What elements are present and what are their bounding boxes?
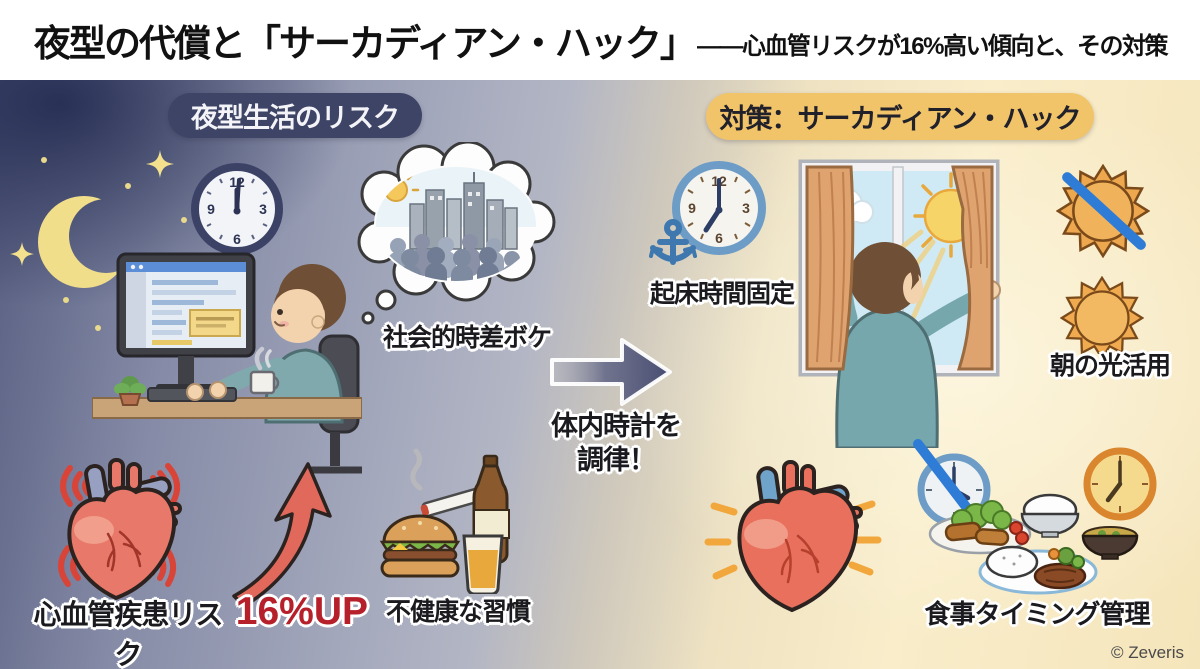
cvd-risk-label-group: 心血管疾患リスク 16%UP	[28, 590, 368, 669]
cvd-risk-value: 16%UP	[235, 590, 368, 633]
hand	[209, 381, 227, 399]
header-bar: 夜型の代償と「サーカディアン・ハック」 ――心血管リスクが16%高い傾向と、その…	[0, 0, 1200, 80]
clock-number: 6	[233, 231, 241, 247]
night-worker-illustration	[92, 252, 362, 474]
social-jetlag-label: 社会的時差ボケ	[382, 324, 552, 352]
moon-icon	[38, 196, 130, 288]
caption-line1: 体内時計を	[551, 411, 682, 441]
curtain-right	[951, 165, 994, 371]
star-icon	[10, 242, 34, 266]
clock-number: 9	[207, 201, 215, 217]
transition-arrow-icon	[550, 338, 672, 406]
meal-clock-icon	[1083, 447, 1157, 521]
copyright-credit: © Zeveris	[1111, 643, 1184, 662]
plant-icon	[114, 376, 146, 406]
hand	[186, 383, 204, 401]
no-evening-sun-icon	[1056, 164, 1150, 258]
star-dot	[63, 297, 69, 303]
page-subtitle: ――心血管リスクが16%高い傾向と、その対策	[696, 32, 1169, 60]
morning-light-sun-icon	[1060, 276, 1144, 360]
beer-glass-icon	[462, 534, 504, 594]
night-sky-illustration	[10, 150, 187, 331]
healthy-heart-icon	[704, 460, 882, 613]
star-icon	[146, 150, 174, 178]
meal-timing-illustration	[913, 439, 1157, 595]
meal-timing-label: 食事タイミング管理	[924, 599, 1150, 629]
window-scene-illustration	[798, 159, 1001, 448]
monitor-icon	[116, 252, 256, 393]
stressed-heart-icon	[58, 458, 182, 601]
star-dot	[125, 183, 131, 189]
burger-icon	[379, 514, 461, 578]
night-clock-icon: 12 3 6 9	[191, 163, 283, 255]
unhealthy-habits-illustration	[379, 448, 510, 594]
soup-bowl-icon	[1081, 526, 1139, 560]
night-risk-badge: 夜型生活のリスク	[168, 93, 422, 138]
wake-clock-icon: 12 3 6 9	[649, 161, 766, 265]
sun-slash-icon	[1062, 172, 1146, 250]
risk-up-arrow-icon	[232, 462, 332, 604]
scene: 夜型生活のリスク 対策：サーカディアン・ハック	[0, 80, 1200, 669]
dinner-plate-icon	[978, 545, 1098, 595]
curtain-left	[805, 165, 855, 371]
star-dot	[181, 217, 187, 223]
page-title: 夜型の代償と「サーカディアン・ハック」	[34, 23, 697, 64]
clock-number: 9	[688, 200, 696, 216]
star-dot	[95, 325, 101, 331]
tune-body-clock-caption: 体内時計を 調律！	[518, 410, 714, 478]
unhealthy-habits-label: 不健康な習慣	[385, 598, 531, 626]
star-dot	[41, 157, 47, 163]
clock-number: 3	[259, 201, 267, 217]
coffee-mug-icon	[249, 346, 280, 395]
fixed-wake-time-label: 起床時間固定	[649, 280, 795, 308]
circadian-hack-badge: 対策：サーカディアン・ハック	[706, 93, 1094, 140]
clock-number: 3	[742, 200, 750, 216]
salad-plate-icon	[928, 500, 1032, 555]
anchor-icon	[649, 219, 697, 265]
clock-number: 6	[715, 230, 723, 246]
morning-light-label: 朝の光活用	[1049, 352, 1171, 380]
rice-bowl-icon	[1020, 493, 1080, 538]
caption-line2: 調律！	[577, 444, 656, 475]
cvd-risk-label: 心血管疾患リスク	[33, 599, 223, 669]
thought-bubble	[357, 142, 556, 325]
